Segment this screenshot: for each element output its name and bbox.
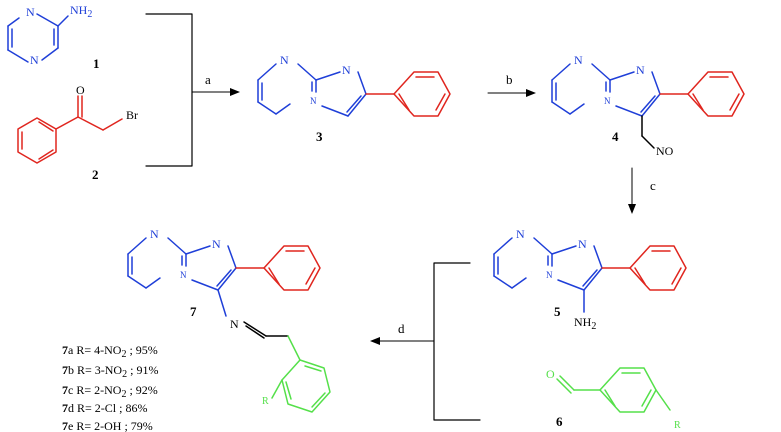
arrow-step-a: a — [191, 72, 240, 96]
yield-list: 7a R= 4-NO2 ; 95% 7b R= 3-NO2 ; 91% 7c R… — [62, 343, 158, 432]
compound-7-imine: N N N N R 7 — [127, 227, 331, 413]
compound-number-3: 3 — [316, 129, 323, 144]
compound-1-aminopyrimidine: N N NH2 1 — [7, 3, 100, 71]
yield-row-7e: 7e R= 2-OH ; 79% — [62, 419, 153, 432]
atom-n-bridgehead: N — [604, 96, 611, 106]
compound-5-amine: N N N NH2 5 — [493, 227, 687, 332]
r-group-label: R — [674, 420, 681, 431]
compound-number-6: 6 — [556, 414, 563, 429]
atom-n: N — [574, 53, 583, 67]
arrow-step-b: b — [487, 72, 536, 97]
compound-3-phenylimidazopyrimidine: N N N 3 — [257, 53, 451, 144]
atom-o: O — [546, 367, 555, 381]
arrow-step-d: d — [370, 321, 435, 345]
atom-n: N — [26, 5, 35, 19]
atom-o: O — [76, 83, 85, 97]
compound-number-5: 5 — [554, 304, 561, 319]
atom-br: Br — [126, 108, 138, 122]
atom-n: N — [516, 227, 525, 241]
yield-row-7b: 7b R= 3-NO2 ; 91% — [62, 363, 158, 380]
yield-row-7a: 7a R= 4-NO2 ; 95% — [62, 343, 158, 360]
step-label-a: a — [205, 72, 211, 87]
atom-n: N — [30, 53, 39, 67]
atom-n-bridgehead: N — [546, 270, 553, 280]
step-label-d: d — [398, 321, 405, 336]
compound-number-1: 1 — [93, 56, 100, 71]
compound-number-7: 7 — [190, 304, 197, 319]
imine-n: N — [230, 317, 239, 331]
amine-label: NH2 — [70, 3, 92, 20]
atom-n: N — [280, 53, 289, 67]
nitroso-label: NO — [656, 144, 674, 158]
atom-n: N — [150, 227, 159, 241]
r-group-label: R — [262, 396, 269, 407]
compound-6-aldehyde: O R 6 — [546, 367, 681, 431]
compound-2-bromoacetophenone: O Br 2 — [17, 83, 138, 182]
atom-n: N — [342, 63, 351, 77]
step-label-b: b — [506, 72, 513, 87]
atom-n: N — [212, 237, 221, 251]
yield-row-7c: 7c R= 2-NO2 ; 92% — [62, 383, 158, 400]
bracket-reactants — [145, 13, 193, 167]
step-label-c: c — [650, 178, 656, 193]
compound-number-2: 2 — [92, 167, 99, 182]
amine-label: NH2 — [574, 315, 596, 332]
compound-number-4: 4 — [612, 129, 619, 144]
atom-n: N — [636, 63, 645, 77]
bracket-step-d — [433, 262, 481, 421]
yield-row-7d: 7d R= 2-Cl ; 86% — [62, 401, 147, 415]
compound-4-nitroso: N N N NO 4 — [551, 53, 745, 158]
atom-n-bridgehead: N — [180, 270, 187, 280]
atom-n: N — [578, 237, 587, 251]
arrow-step-c: c — [628, 167, 656, 214]
atom-n-bridgehead: N — [310, 96, 317, 106]
